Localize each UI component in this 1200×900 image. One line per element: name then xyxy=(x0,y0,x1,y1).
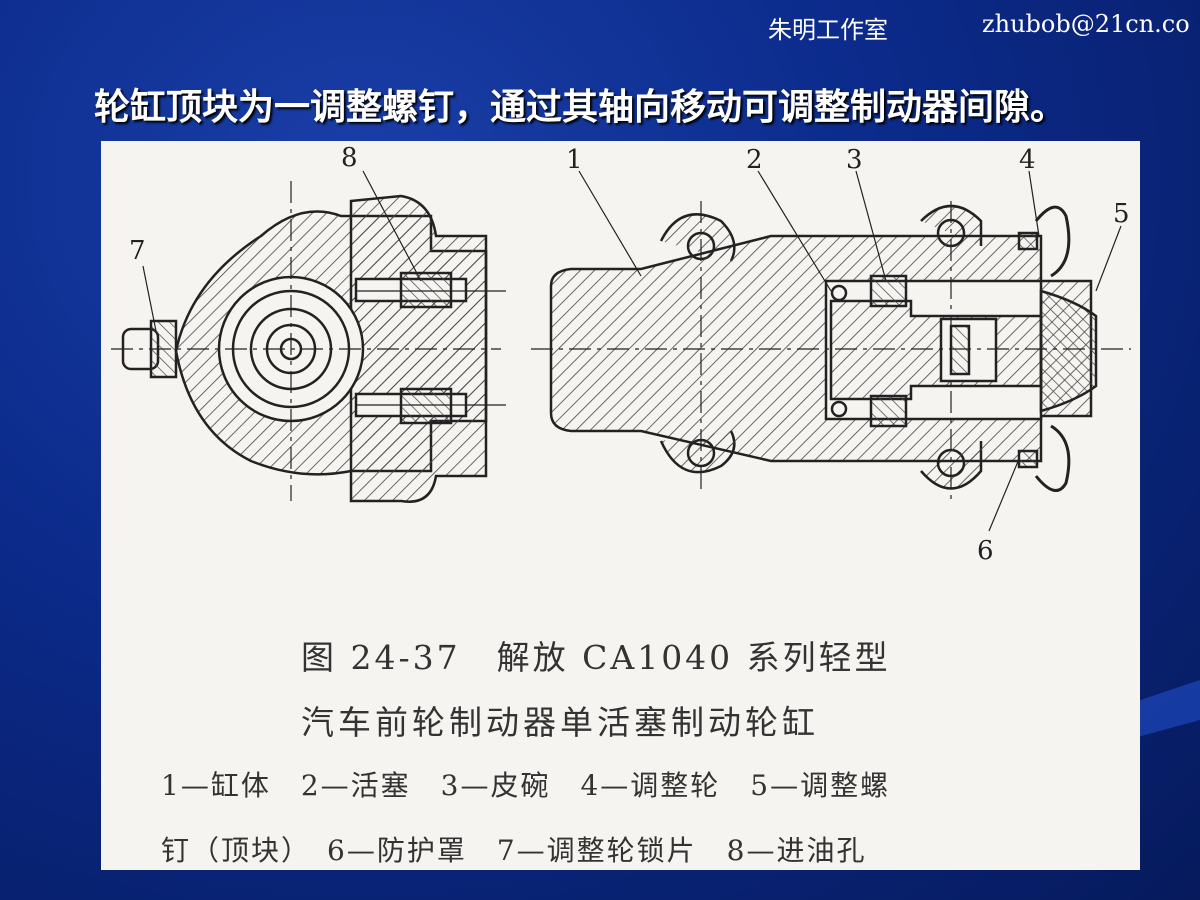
slide-title: 轮缸顶块为一调整螺钉，通过其轴向移动可调整制动器间隙。 xyxy=(94,87,1067,128)
part-label-2: 2 xyxy=(746,145,763,175)
part-label-7: 7 xyxy=(129,236,146,266)
figure-legend-line-2: 钉（顶块） 6—防护罩 7—调整轮锁片 8—进油孔 xyxy=(161,834,867,867)
end-view xyxy=(111,170,506,503)
author-email: zhubob@21cn.co xyxy=(982,10,1190,38)
part-label-5: 5 xyxy=(1113,199,1130,229)
figure-legend-line-1: 1—缸体 2—活塞 3—皮碗 4—调整轮 5—调整螺 xyxy=(161,769,891,802)
figure-panel: 8 7 1 2 3 4 5 6 图 24-37 解放 CA1040 系列轻型 汽… xyxy=(101,141,1140,870)
part-label-4: 4 xyxy=(1019,145,1036,175)
part-label-8: 8 xyxy=(341,143,358,173)
part-label-6: 6 xyxy=(977,536,994,566)
figure-caption-title: 图 24-37 解放 CA1040 系列轻型 xyxy=(301,638,891,677)
brake-cylinder-drawing xyxy=(111,170,1131,532)
figure-caption-subtitle: 汽车前轮制动器单活塞制动轮缸 xyxy=(301,703,819,742)
part-label-1: 1 xyxy=(566,145,583,175)
part-label-3: 3 xyxy=(846,145,863,175)
header-credit: 朱明工作室 zhubob@21cn.co xyxy=(760,8,1200,48)
studio-name: 朱明工作室 xyxy=(768,16,888,44)
section-view xyxy=(531,170,1131,532)
